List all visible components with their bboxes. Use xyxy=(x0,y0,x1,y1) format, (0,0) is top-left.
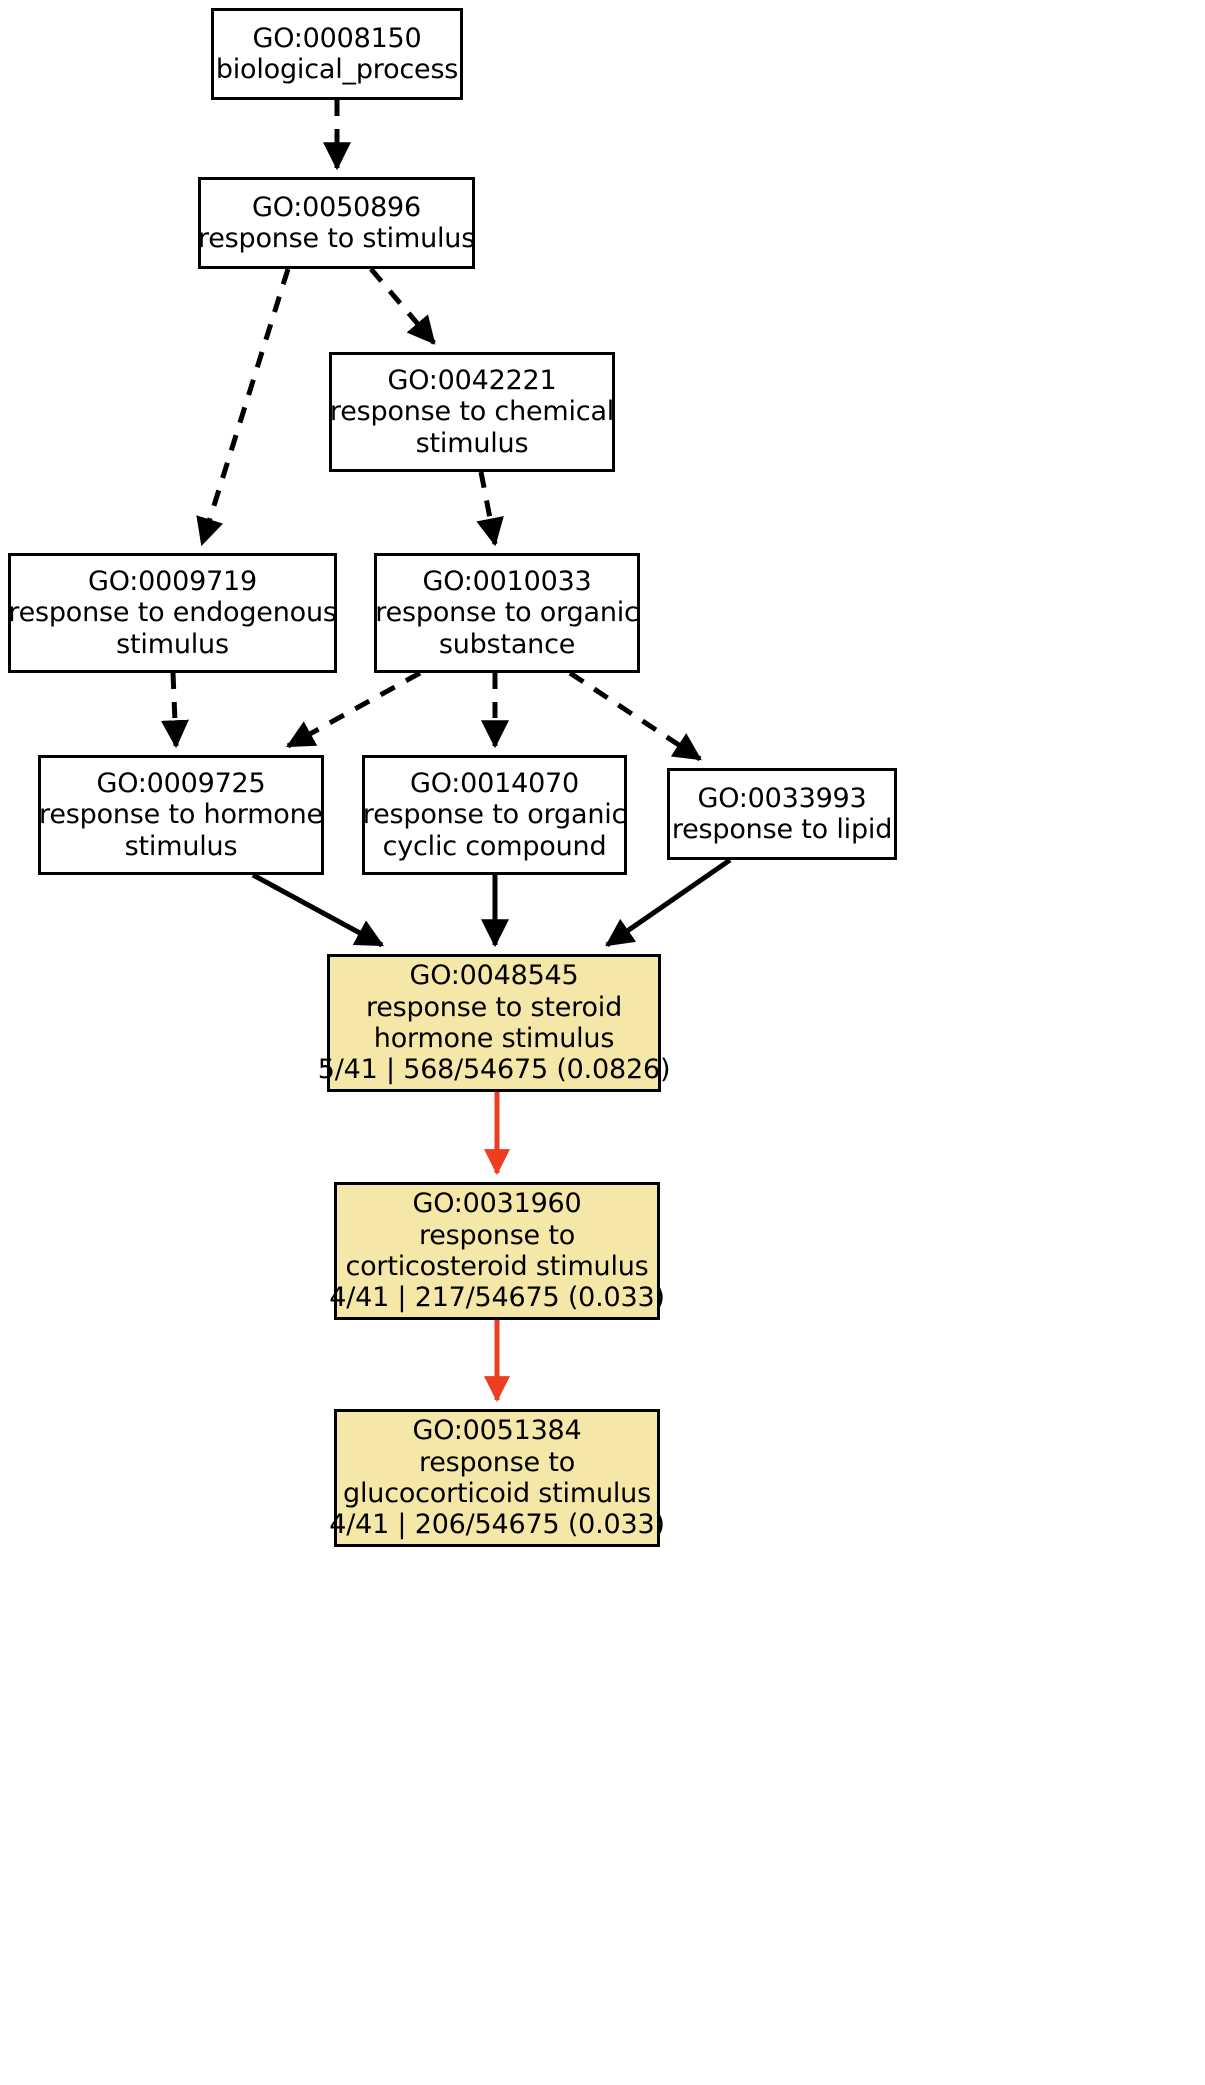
go-term-label: substance xyxy=(438,628,576,660)
go-id-label: GO:0009719 xyxy=(87,566,258,598)
edge-endogenous-to-hormone xyxy=(160,672,189,749)
go-term-label: glucocorticoid stimulus xyxy=(343,1478,651,1509)
edge-response-to-stimulus-to-endogenous xyxy=(196,268,291,547)
go-term-label: response to hormone xyxy=(39,799,323,831)
go-id-label: GO:0033993 xyxy=(697,782,867,814)
go-term-label: response to organic xyxy=(362,799,627,831)
go-term-label: biological_process xyxy=(215,54,459,85)
go-id-label: GO:0009725 xyxy=(96,768,266,800)
go-term-label: stimulus xyxy=(124,830,238,862)
edge-organic-substance-to-hormone xyxy=(286,670,422,749)
go-id-label: GO:0008150 xyxy=(252,22,422,54)
go-id-label: GO:0014070 xyxy=(409,768,580,800)
go-term-label: cyclic compound xyxy=(382,830,607,862)
go-term-label: hormone stimulus xyxy=(373,1023,615,1054)
go-term-label: response to organic xyxy=(375,597,639,629)
go-stats-label: 4/41 | 217/54675 (0.033) xyxy=(329,1282,665,1314)
go-stats-label: 5/41 | 568/54675 (0.0826) xyxy=(317,1054,671,1086)
edge-response-to-stimulus-to-chemical xyxy=(369,267,436,345)
go-id-label: GO:0042221 xyxy=(387,365,557,397)
go-stats-label: 4/41 | 206/54675 (0.033) xyxy=(329,1509,665,1541)
go-term-label: response to xyxy=(418,1219,576,1251)
go-term-label: response to stimulus xyxy=(197,223,476,254)
go-term-label: response to steroid xyxy=(365,991,623,1023)
edge-organic-substance-to-lipid xyxy=(568,670,702,762)
go-id-label: GO:0051384 xyxy=(412,1415,582,1447)
go-id-label: GO:0031960 xyxy=(412,1188,582,1220)
go-term-label: response to chemical xyxy=(329,396,615,428)
go-term-label: corticosteroid stimulus xyxy=(345,1251,649,1282)
go-term-label: stimulus xyxy=(415,427,529,459)
go-id-label: GO:0010033 xyxy=(422,566,592,598)
edge-hormone-to-steroid-hormone xyxy=(251,872,384,948)
go-term-label: response to endogenous xyxy=(8,597,337,629)
go-id-label: GO:0050896 xyxy=(251,191,422,223)
go-term-label: stimulus xyxy=(116,628,229,660)
go-term-label: response to lipid xyxy=(671,814,893,845)
go-id-label: GO:0048545 xyxy=(409,960,579,992)
edge-chemical-to-organic-substance xyxy=(476,471,504,547)
go-term-label: response to xyxy=(418,1446,576,1478)
